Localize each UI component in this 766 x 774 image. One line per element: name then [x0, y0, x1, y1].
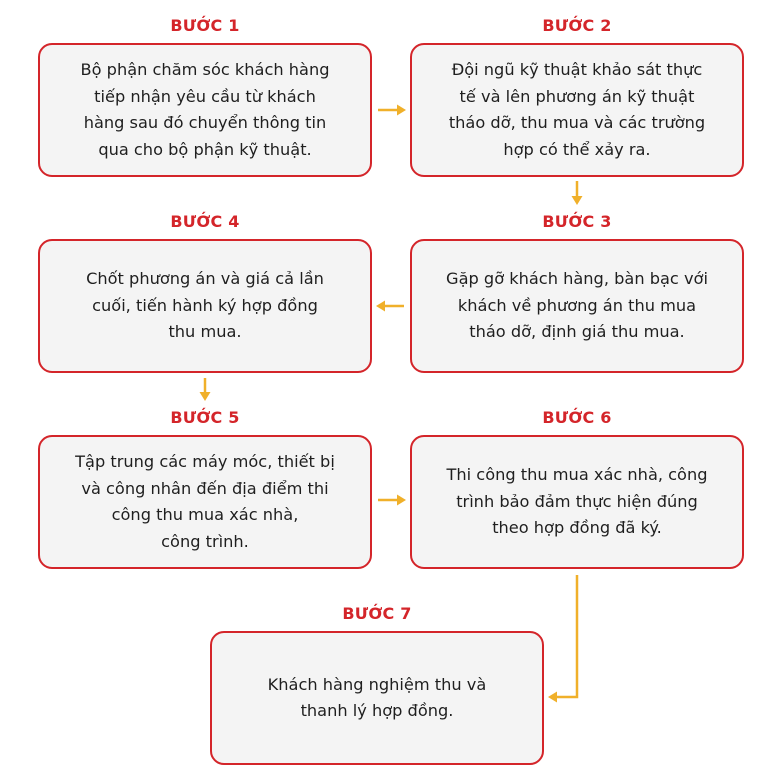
- step-6-box: Thi công thu mua xác nhà, công trình bảo…: [410, 435, 744, 569]
- step-4-box: Chốt phương án và giá cả lần cuối, tiến …: [38, 239, 372, 373]
- step-2-box: Đội ngũ kỹ thuật khảo sát thực tế và lên…: [410, 43, 744, 177]
- step-2-text: Đội ngũ kỹ thuật khảo sát thực tế và lên…: [448, 60, 706, 159]
- step-5-text: Tập trung các máy móc, thiết bị và công …: [75, 452, 335, 551]
- step-1-title: BƯỚC 1: [170, 16, 240, 35]
- arrowhead-step1-to-step2: [397, 104, 406, 116]
- step-7-box: Khách hàng nghiệm thu và thanh lý hợp đồ…: [210, 631, 544, 765]
- step-4-title: BƯỚC 4: [170, 212, 240, 231]
- arrowhead-step2-to-step3: [571, 196, 583, 205]
- step-4-text: Chốt phương án và giá cả lần cuối, tiến …: [86, 269, 324, 342]
- arrow-step6-to-step7: [556, 575, 579, 699]
- step-6-title: BƯỚC 6: [542, 408, 612, 427]
- step-1-text: Bộ phận chăm sóc khách hàng tiếp nhận yê…: [80, 60, 330, 159]
- step-7-title: BƯỚC 7: [342, 604, 412, 623]
- step-1-box: Bộ phận chăm sóc khách hàng tiếp nhận yê…: [38, 43, 372, 177]
- step-3-box: Gặp gỡ khách hàng, bàn bạc với khách về …: [410, 239, 744, 373]
- arrowhead-step3-to-step4: [376, 300, 385, 312]
- step-6-text: Thi công thu mua xác nhà, công trình bảo…: [446, 465, 708, 538]
- arrowhead-step5-to-step6: [397, 494, 406, 506]
- step-5-title: BƯỚC 5: [170, 408, 240, 427]
- step-2-title: BƯỚC 2: [542, 16, 612, 35]
- step-3-title: BƯỚC 3: [542, 212, 612, 231]
- step-3-text: Gặp gỡ khách hàng, bàn bạc với khách về …: [446, 269, 708, 342]
- arrowhead-step6-to-step7: [548, 691, 557, 703]
- step-7-text: Khách hàng nghiệm thu và thanh lý hợp đồ…: [267, 674, 487, 721]
- step-5-box: Tập trung các máy móc, thiết bị và công …: [38, 435, 372, 569]
- arrowhead-step4-to-step5: [199, 392, 211, 401]
